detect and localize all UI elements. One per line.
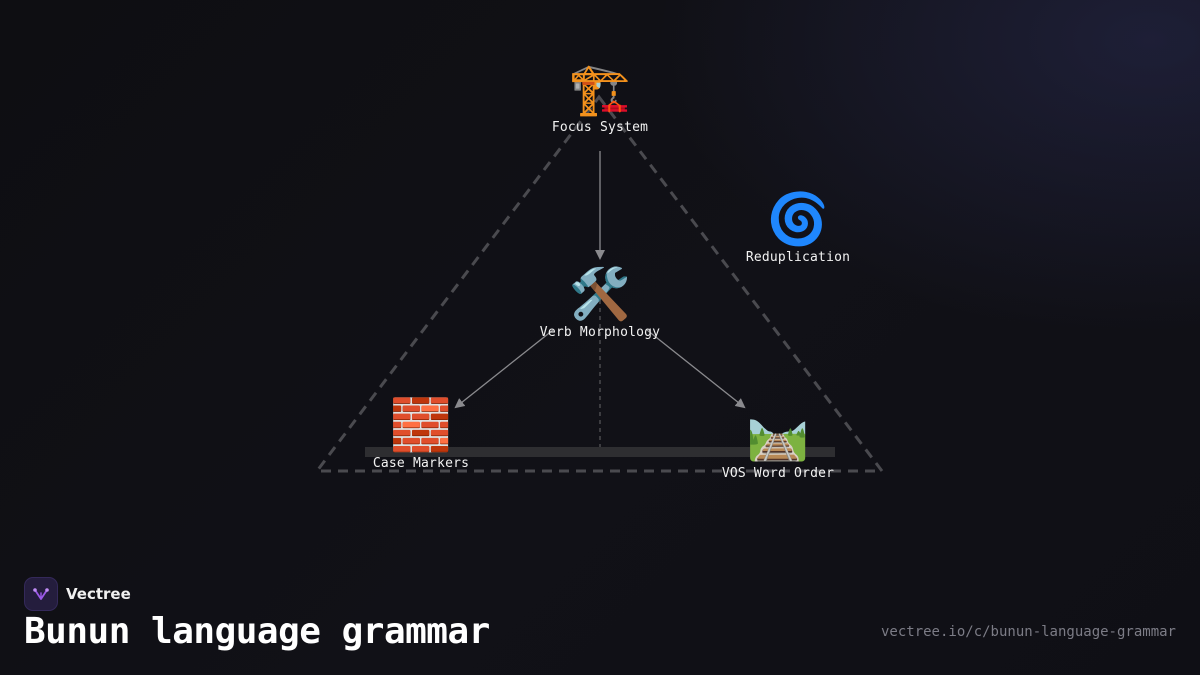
vectree-logo-icon <box>24 577 58 611</box>
node-focus-system: 🏗️ Focus System <box>490 60 710 135</box>
page-title: Bunun language grammar <box>24 611 490 652</box>
arrow-verb-to-vos <box>646 329 746 409</box>
triangle-outline <box>313 94 886 473</box>
brand[interactable]: Vectree <box>24 577 131 611</box>
tools-icon: 🛠️ <box>568 265 632 323</box>
node-label: Verb Morphology <box>539 325 661 340</box>
cyclone-icon: 🌀 <box>766 190 830 248</box>
node-case-markers: 🧱 Case Markers <box>311 396 531 471</box>
arrow-verb-to-case <box>454 329 554 409</box>
node-label: Reduplication <box>745 250 851 265</box>
crane-icon: 🏗️ <box>568 60 632 118</box>
brand-name: Vectree <box>66 585 131 603</box>
brick-icon: 🧱 <box>389 396 453 454</box>
node-verb-morphology: 🛠️ Verb Morphology <box>490 265 710 340</box>
page-url[interactable]: vectree.io/c/bunun-language-grammar <box>880 624 1176 640</box>
node-reduplication: 🌀 Reduplication <box>688 190 908 265</box>
railway-track-icon: 🛤️ <box>746 405 810 463</box>
base-bar <box>365 447 835 457</box>
node-label: Case Markers <box>372 456 470 471</box>
node-label: VOS Word Order <box>721 466 835 481</box>
node-label: Focus System <box>551 120 649 135</box>
node-vos-word-order: 🛤️ VOS Word Order <box>668 405 888 481</box>
